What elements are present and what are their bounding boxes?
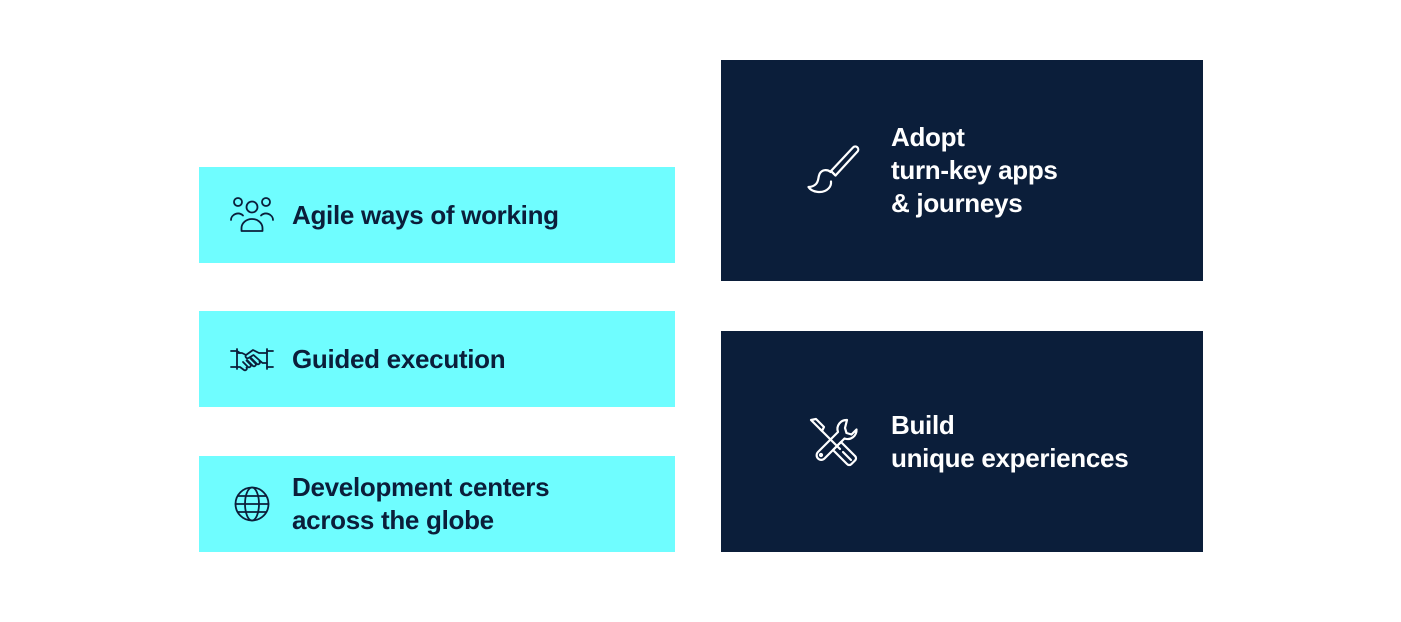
card-label-line: Development centers xyxy=(292,472,550,502)
card-label: Guided execution xyxy=(292,343,506,376)
card-label: Development centers across the globe xyxy=(292,471,550,537)
paintbrush-icon xyxy=(805,143,861,199)
globe-icon xyxy=(229,481,275,527)
card-label: Build unique experiences xyxy=(891,409,1129,475)
card-label-line: Guided execution xyxy=(292,343,506,374)
card-label-line: turn-key apps xyxy=(891,155,1058,185)
card-agile-ways: Agile ways of working xyxy=(199,167,675,263)
card-development-centers: Development centers across the globe xyxy=(199,456,675,552)
handshake-icon xyxy=(229,336,275,382)
card-adopt-apps: Adopt turn-key apps & journeys xyxy=(721,60,1203,281)
card-guided-execution: Guided execution xyxy=(199,311,675,407)
tools-icon xyxy=(805,414,861,470)
card-label-line: unique experiences xyxy=(891,442,1129,473)
card-label-line: Agile ways of working xyxy=(292,199,559,230)
people-group-icon xyxy=(229,192,275,238)
card-label-line: Build xyxy=(891,409,955,440)
card-label: Adopt turn-key apps & journeys xyxy=(891,121,1058,220)
card-build-experiences: Build unique experiences xyxy=(721,331,1203,552)
card-label-line: & journeys xyxy=(891,188,1023,218)
card-label-line: Adopt xyxy=(891,122,965,152)
card-label: Agile ways of working xyxy=(292,199,559,232)
card-label-line: across the globe xyxy=(292,505,494,535)
